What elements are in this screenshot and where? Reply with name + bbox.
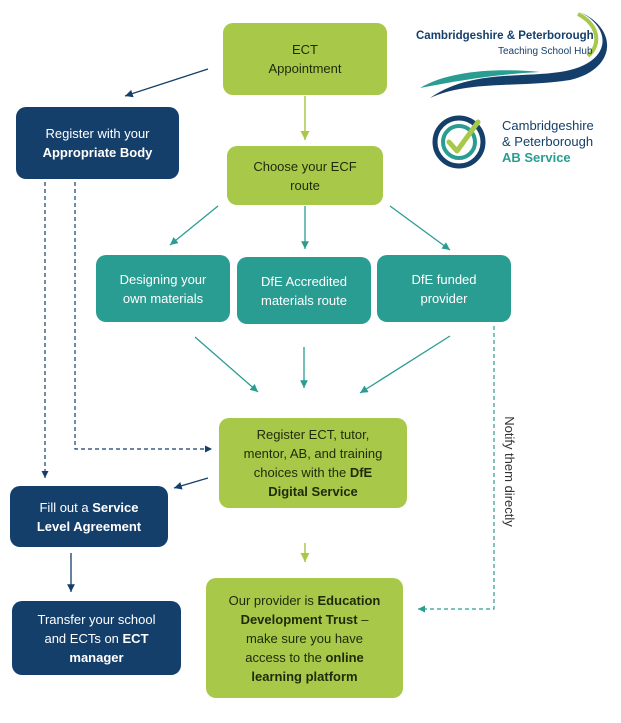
register-ect-bold1: DfE xyxy=(349,465,373,480)
sla-bold1: Service xyxy=(92,499,139,515)
transfer-ect-manager-node: Transfer your school and ECTs on ECT manag… xyxy=(12,601,181,675)
check-circle-icon xyxy=(432,115,486,169)
dfe-funded-provider-node: DfE funded provider xyxy=(377,255,511,322)
funded-line1: DfE funded xyxy=(411,271,477,287)
designing-line2: own materials xyxy=(122,290,204,306)
provider-line1: Our provider is xyxy=(228,592,318,608)
ab-line3: AB Service xyxy=(502,150,571,165)
ab-line1: Cambridgeshire xyxy=(502,118,594,133)
teaching-school-hub-logo: Cambridgeshire & Peterborough Teaching S… xyxy=(410,10,615,102)
arrow-appointment-to-register xyxy=(124,68,209,98)
provider-bold1: Education xyxy=(317,592,381,608)
arrow-route-to-designing xyxy=(169,205,219,246)
provider-bold4: learning platform xyxy=(251,668,358,684)
ect-appointment-line2: Appointment xyxy=(268,61,342,76)
ect-appointment-node: ECT Appointment xyxy=(223,23,387,95)
register-ect-line3: choices with the xyxy=(253,465,350,480)
notify-label-container: Notify them directly xyxy=(497,412,517,537)
accredited-line1: DfE Accredited xyxy=(261,273,347,289)
provider-dash: – xyxy=(357,611,369,627)
register-body-bold: Appropriate Body xyxy=(42,145,153,160)
arrow-route-to-funded xyxy=(389,205,451,251)
provider-bold3: online xyxy=(325,649,364,665)
arrow-funded-to-register-ect xyxy=(359,335,451,394)
choose-route-line1: Choose your ECF xyxy=(253,158,357,174)
provider-bold2: Development Trust xyxy=(240,611,358,627)
arrow-designing-to-register-ect xyxy=(194,336,259,393)
dfe-accredited-node: DfE Accredited materials route xyxy=(237,257,371,324)
sla-bold2: Level Agreement xyxy=(36,518,142,534)
register-ect-node: Register ECT, tutor, mentor, AB, and tra… xyxy=(219,418,407,508)
transfer-line2: and ECTs on xyxy=(44,630,123,646)
register-body-line1: Register with your xyxy=(45,126,150,141)
notify-label: Notify them directly xyxy=(502,416,517,527)
funded-line2: provider xyxy=(420,290,468,306)
dashed-funded-to-provider xyxy=(418,326,495,613)
provider-node: Our provider is Education Development Tr… xyxy=(206,578,403,698)
designing-line1: Designing your xyxy=(119,271,207,287)
provider-line4: access to the xyxy=(245,649,326,665)
choose-ecf-route-node: Choose your ECF route xyxy=(227,146,383,205)
tsh-line2: Teaching School Hub xyxy=(498,46,593,57)
provider-line3: make sure you have xyxy=(245,630,364,646)
transfer-bold1: ECT xyxy=(122,630,149,646)
choose-route-line2: route xyxy=(290,177,320,193)
register-ect-line2: mentor, AB, and training xyxy=(243,446,383,461)
register-ect-line1: Register ECT, tutor, xyxy=(256,427,370,442)
accredited-line2: materials route xyxy=(261,292,347,308)
designing-materials-node: Designing your own materials xyxy=(96,255,230,322)
tsh-line1: Cambridgeshire & Peterborough xyxy=(416,30,594,42)
ab-service-logo: Cambridgeshire & Peterborough AB Service xyxy=(428,112,618,172)
sla-line1: Fill out a xyxy=(39,499,93,515)
swoosh-icon xyxy=(420,12,608,98)
transfer-bold2: manager xyxy=(69,649,124,665)
register-ect-bold2: Digital Service xyxy=(268,484,358,499)
ab-line2: & Peterborough xyxy=(502,134,594,149)
arrow-register-ect-to-sla xyxy=(173,477,209,490)
dashed-register-to-register-ect xyxy=(74,182,212,453)
transfer-line1: Transfer your school xyxy=(37,611,156,627)
ect-appointment-line1: ECT xyxy=(292,42,318,57)
